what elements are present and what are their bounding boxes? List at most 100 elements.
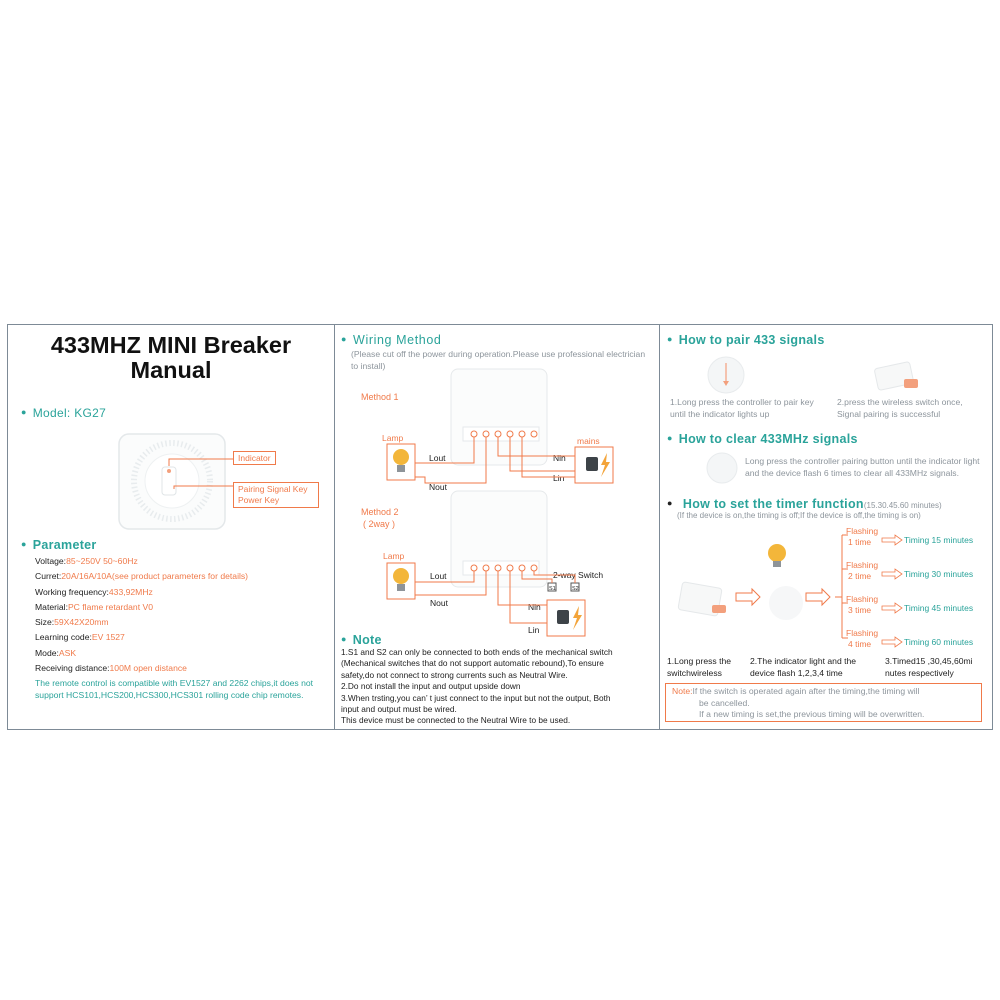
timing-arrow — [881, 568, 903, 580]
lamp-label-2: Lamp — [383, 551, 405, 561]
flash-row-3: Flashing 3 time Timing 45 minutes — [846, 594, 973, 615]
s2-label: S2 — [572, 586, 579, 592]
note-line: 2.Do not install the input and output up… — [341, 681, 521, 692]
plug-icon — [586, 457, 598, 471]
flash-times: 1 time — [848, 537, 871, 547]
param-row: Working frequency:433,92MHz — [35, 585, 248, 600]
note-line: 1.S1 and S2 can only be connected to bot… — [341, 647, 613, 657]
flash-label: Flashing — [846, 594, 878, 604]
lout-label-1: Lout — [429, 453, 446, 463]
compat-note: The remote control is compatible with EV… — [35, 678, 314, 700]
panel-divider-2 — [659, 325, 660, 729]
param-row: Material:PC flame retardant V0 — [35, 600, 248, 615]
indicator-light — [167, 469, 171, 473]
indicator-callout-box: Indicator — [233, 451, 276, 465]
remote-button — [904, 379, 918, 388]
timer-remote-button — [712, 605, 726, 613]
note-line: (Mechanical switches that do not support… — [341, 658, 604, 669]
timing-arrow — [881, 636, 903, 648]
mains-label-2: mains — [551, 638, 574, 640]
timer-note-text-2: If a new timing is set,the previous timi… — [699, 709, 925, 719]
param-value: EV 1527 — [91, 632, 125, 643]
lamp-bulb-icon — [393, 568, 409, 584]
lin-label-1: Lin — [553, 473, 565, 483]
twoway-switch-label: 2-way Switch — [553, 570, 603, 580]
clear-heading: How to clear 433MHz signals — [667, 432, 858, 446]
lamp-label-1: Lamp — [382, 433, 404, 443]
method-1-label: Method 1 — [361, 392, 399, 402]
note-line: safety,do not connect to strong currents… — [341, 669, 568, 680]
param-row: Receiving distance:100M open distance — [35, 661, 248, 676]
timer-note-text-1: If the switch is operated again after th… — [692, 686, 920, 696]
controller-shape — [706, 452, 738, 484]
note-line: 3.When trsting,you can’ t just connect t… — [341, 692, 611, 703]
param-value: PC flame retardant V0 — [67, 601, 153, 612]
device-center — [144, 453, 200, 509]
s1-label: S1 — [549, 586, 556, 592]
timer-step-1: 1.Long press the switchwireless — [667, 656, 732, 678]
param-value: 59X42X20mm — [54, 617, 109, 628]
param-label: Mode: — [35, 647, 59, 658]
param-row: Curret:20A/16A/10A(see product parameter… — [35, 569, 248, 584]
key-callout — [173, 485, 233, 489]
power-key-label: Power Key — [238, 495, 280, 505]
timer-step-2: 2.The indicator light and the device fla… — [750, 656, 857, 678]
manual-sheet: 433MHZ MINI Breaker Manual Model: KG27 I… — [7, 324, 993, 730]
flow-arrow-2 — [805, 587, 831, 607]
timer-heading: How to set the timer function — [682, 497, 864, 511]
flash-row-4: Flashing 4 time Timing 60 minutes — [846, 628, 973, 649]
remote-shape — [874, 361, 914, 391]
param-value: 20A/16A/10A(see product parameters for d… — [61, 571, 249, 582]
key-callout-box: Pairing Signal Key Power Key — [233, 482, 319, 508]
flow-arrow-1 — [735, 587, 761, 607]
flash-row-1: Flashing 1 time Timing 15 minutes — [846, 526, 973, 547]
note-line: input and output must be wired. — [341, 704, 457, 715]
timer-note-text-1b: be cancelled. — [699, 697, 750, 708]
timer-subnote: (If the device is on,the timing is off;I… — [677, 511, 921, 520]
timer-flow-diagram: Flashing 1 time Timing 15 minutes Flashi… — [677, 526, 973, 649]
lightning-icon — [601, 453, 610, 477]
param-row: Voltage:85~250V 50~60Hz — [35, 554, 248, 569]
param-row: Mode:ASK — [35, 646, 248, 661]
timer-bulb-icon — [768, 544, 786, 562]
timer-note-line-1: Note:If the switch is operated again aft… — [672, 686, 975, 698]
wires-1 — [415, 437, 575, 484]
param-value: 100M open distance — [109, 663, 187, 674]
flash-label: Flashing — [846, 560, 878, 570]
parameter-list: Voltage:85~250V 50~60Hz Curret:20A/16A/1… — [35, 554, 248, 676]
flash-times: 3 time — [848, 605, 871, 615]
param-label: Voltage: — [35, 556, 67, 566]
title-line-1: 433MHZ MINI Breaker — [50, 332, 292, 358]
lamp-bulb-icon — [393, 449, 409, 465]
pair-remote-illustration — [874, 361, 918, 391]
breaker-module-1 — [450, 368, 548, 466]
panel-divider-1 — [334, 325, 335, 729]
timer-step-3: 3.Timed15 ,30,45,60mi nutes respectively — [885, 656, 973, 678]
wiring-subnote: (Please cut off the power during operati… — [351, 349, 646, 371]
title-line-2: Manual — [130, 357, 212, 383]
terminals-1 — [470, 430, 538, 438]
timer-remote-illustration — [677, 581, 723, 617]
flash-times: 2 time — [848, 571, 871, 581]
timer-note-box: Note:If the switch is operated again aft… — [665, 683, 982, 722]
pair-step-1: 1.Long press the controller to pair key … — [670, 397, 814, 419]
flash-times: 4 time — [848, 639, 871, 649]
model-label: Model: KG27 — [21, 406, 106, 420]
timing-label: Timing 45 minutes — [904, 603, 973, 613]
device-illustration — [118, 433, 226, 530]
param-row: Learning code:EV 1527 — [35, 630, 248, 645]
lamp-base — [397, 465, 405, 472]
pair-step-2: 2.press the wireless switch once, Signal… — [837, 397, 963, 419]
indicator-callout — [168, 458, 233, 466]
param-label: Size: — [35, 617, 55, 628]
lin-label-2: Lin — [528, 625, 540, 635]
flash-row-2: Flashing 2 time Timing 30 minutes — [846, 560, 973, 581]
note-body: 1.S1 and S2 can only be connected to bot… — [341, 647, 656, 727]
flash-label: Flashing — [846, 628, 878, 638]
note-heading: Note — [341, 633, 382, 647]
flash-label: Flashing — [846, 526, 878, 536]
manual-title: 433MHZ MINI Breaker Manual — [8, 333, 334, 383]
param-label: Receiving distance: — [35, 663, 110, 674]
pair-controller-illustration — [707, 356, 745, 394]
parameter-heading: Parameter — [21, 538, 97, 552]
